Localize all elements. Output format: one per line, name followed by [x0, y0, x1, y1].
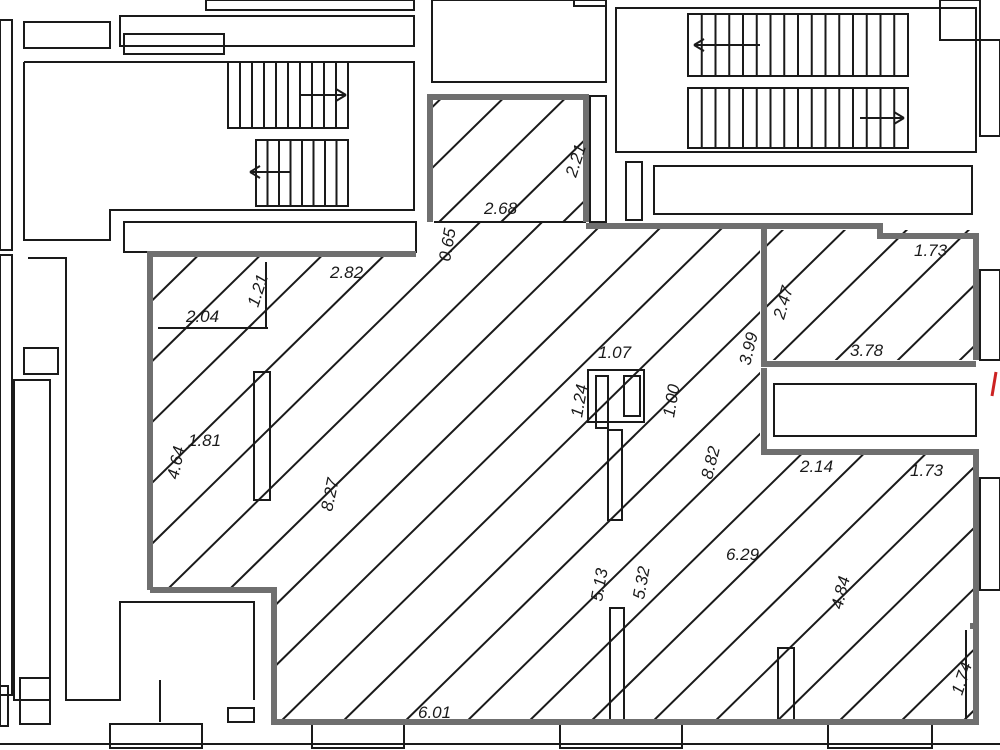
dimension-label: 1.21 [244, 272, 272, 309]
hatch-line [430, 97, 506, 172]
hatch-line [499, 137, 586, 222]
dimension-label: 2.14 [799, 457, 833, 476]
dimension-label: 1.73 [910, 461, 944, 480]
hatch-line [150, 222, 297, 722]
hatch-line [437, 97, 568, 222]
hatch-line [150, 222, 421, 722]
dimension-label: 3.99 [735, 330, 762, 367]
dimension-label: 1.81 [188, 431, 221, 450]
dimension-label: 5.32 [629, 564, 654, 600]
hatch-line [150, 222, 483, 722]
hatch-line [150, 222, 235, 722]
dimension-label: 2.47 [769, 284, 797, 323]
dimension-label: 5.13 [587, 566, 612, 602]
stairs-right [687, 13, 909, 149]
dimension-label: 2.82 [329, 263, 364, 282]
hatch-line [150, 222, 669, 722]
stair-direction-arrow [249, 171, 261, 179]
stair-direction-arrow [693, 44, 705, 52]
hatch-line [764, 230, 847, 311]
hatch-line [684, 95, 817, 225]
hatch-line [705, 222, 976, 722]
hatch-line [829, 222, 976, 722]
hatch-line [150, 222, 173, 722]
dimension-label: 1.07 [598, 343, 632, 362]
corridor-knockout [764, 366, 976, 448]
stair-direction-arrow [335, 94, 347, 102]
hatched-area-right [764, 230, 976, 360]
hatch-line [561, 198, 586, 222]
hatch-line [896, 282, 976, 360]
hatch-line [643, 222, 976, 722]
hatch-line [767, 222, 976, 722]
dimension-label: 1.73 [914, 241, 948, 260]
hatch-line [834, 230, 971, 360]
dimension-label: 2.04 [185, 307, 219, 326]
hatch-line [772, 230, 909, 360]
dimension-label: 8.82 [697, 444, 724, 481]
dimension-label: 8.27 [317, 476, 343, 513]
stair-direction-arrow [693, 38, 705, 46]
dimension-label: 2.68 [483, 199, 518, 218]
hatch-line [271, 222, 793, 722]
stair-direction-arrow [893, 117, 905, 125]
dimension-label: 6.01 [418, 703, 451, 722]
hatch-line [150, 222, 359, 722]
hatch-line [150, 222, 545, 722]
stair-direction-arrow [335, 88, 347, 96]
accent-mark [990, 371, 998, 397]
boundary-walls [147, 94, 979, 725]
dimension-label: 1.74 [948, 660, 976, 697]
hatch-line [0, 220, 110, 730]
hatch-line [209, 222, 731, 722]
hatch-line [581, 222, 976, 722]
stair-direction-arrow [893, 111, 905, 119]
dimension-label: 6.29 [726, 545, 760, 564]
dimension-label: 1.00 [659, 382, 684, 418]
dimension-label: 4.64 [163, 445, 188, 481]
hatched-area-top [430, 95, 817, 225]
interior-elements [158, 221, 977, 721]
dimension-label: 3.78 [850, 341, 884, 360]
stairs-left [227, 61, 349, 207]
hatched-area-main [0, 220, 976, 730]
dimension-label: 0.65 [435, 226, 460, 262]
dimension-label: 4.84 [827, 574, 853, 611]
stair-direction-arrow [249, 165, 261, 173]
